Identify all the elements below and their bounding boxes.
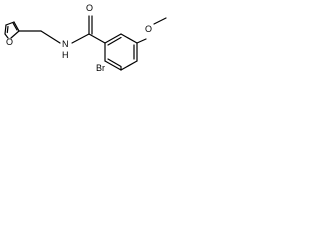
furan-ring: [4, 21, 20, 39]
bond-carbonyl-ring: [88, 33, 106, 44]
furan-bond-c3-c4: [5, 21, 15, 26]
chemical-structure: O N H O O Br: [4, 3, 167, 73]
bond-n-carbonyl: [71, 33, 90, 44]
atom-carbonyl-o: O: [86, 3, 93, 13]
atom-amide-h: H: [62, 50, 69, 60]
benzene-bond-1: [104, 33, 122, 44]
benzene-bond-4: [120, 60, 138, 71]
furan-bond-c4-c5-inner: [6, 25, 9, 34]
bond-ch2-n: [40, 30, 61, 44]
benzene-inner-3: [107, 58, 122, 68]
benzene-inner-1: [107, 36, 122, 46]
furan-bond-c4-c5: [4, 24, 7, 35]
bond-ring-methoxy-o: [136, 38, 147, 44]
bond-methoxy-o-ch3: [153, 17, 167, 25]
benzene-bond-5: [104, 60, 122, 71]
furan-bond-c2-c3: [13, 21, 20, 32]
furan-bond-c5-o: [4, 33, 9, 39]
atom-methoxy-o: O: [145, 24, 152, 34]
benzene-ring: [104, 33, 138, 71]
furan-bond-o-c2: [10, 30, 20, 39]
furan-bond-c3-c3-inner: [12, 22, 18, 31]
atom-bromine: Br: [96, 63, 105, 73]
atom-amide-n: N: [62, 39, 69, 49]
atom-furan-o: O: [6, 37, 13, 47]
benzene-bond-2: [120, 33, 138, 44]
